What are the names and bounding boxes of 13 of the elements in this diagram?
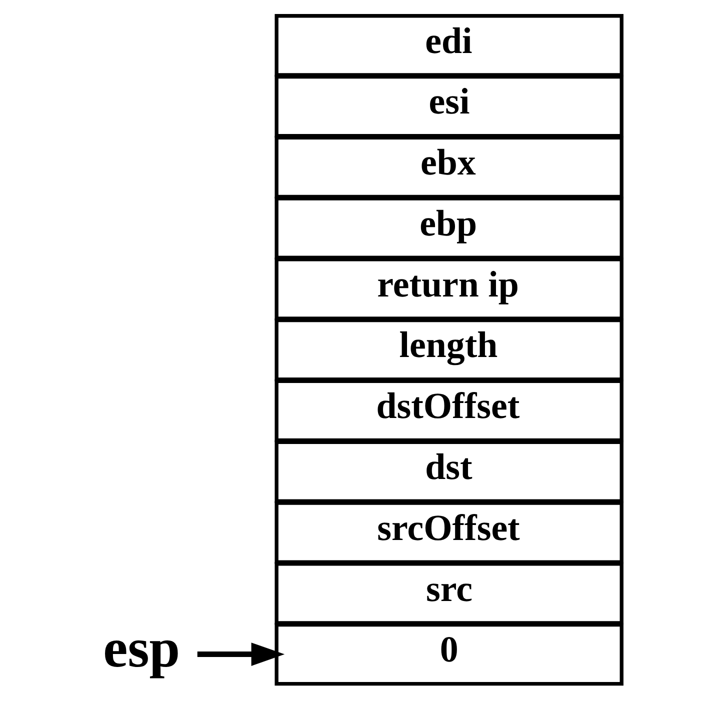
arrow: [196, 642, 284, 666]
node-text: esp: [102, 617, 180, 678]
node-box: srcOffset: [274, 501, 623, 564]
node-box: length: [274, 318, 623, 382]
node-box: dstOffset: [274, 379, 623, 442]
node-box: 0: [274, 622, 623, 686]
node-box: ebx: [274, 136, 623, 199]
node-box: edi: [274, 14, 623, 77]
node-box: esi: [274, 74, 623, 138]
node-box: src: [274, 562, 623, 625]
node-box: dst: [274, 440, 623, 503]
node-box: return ip: [274, 258, 623, 320]
node-box: ebp: [274, 196, 623, 260]
